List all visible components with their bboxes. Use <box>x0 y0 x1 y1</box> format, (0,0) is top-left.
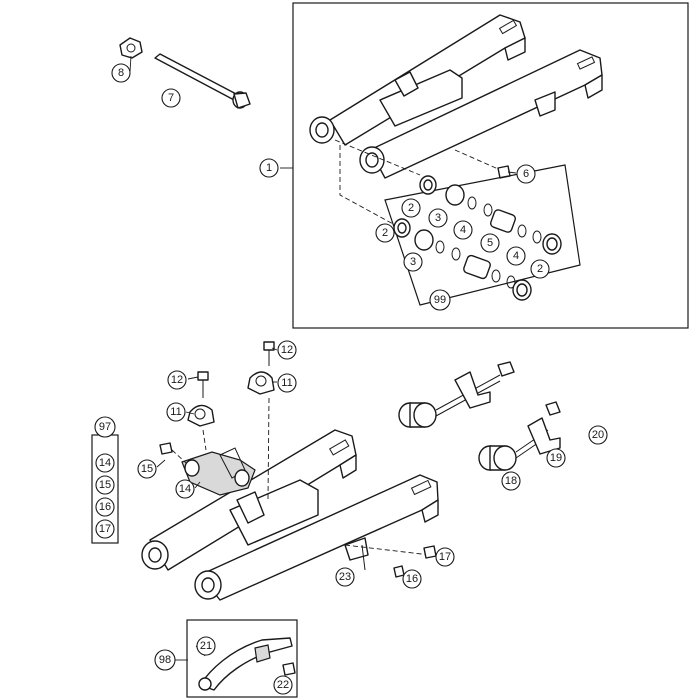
svg-text:15: 15 <box>99 479 111 491</box>
assembly-guide-line <box>171 449 187 464</box>
svg-text:3: 3 <box>435 212 441 224</box>
svg-text:1: 1 <box>266 162 272 174</box>
callout-1: 1 <box>259 158 279 178</box>
callout-2: 2 <box>375 223 395 243</box>
callout-18: 18 <box>501 471 521 491</box>
svg-text:14: 14 <box>99 457 111 469</box>
callout-17: 17 <box>435 547 455 567</box>
pivot-axle-drawing <box>154 53 251 109</box>
svg-text:19: 19 <box>550 452 562 464</box>
svg-text:4: 4 <box>513 250 519 262</box>
clamp-drawing <box>187 371 275 427</box>
callout-20: 20 <box>588 425 608 445</box>
svg-text:16: 16 <box>406 573 418 585</box>
svg-text:15: 15 <box>141 463 153 475</box>
callout-4: 4 <box>453 220 473 240</box>
callout-8: 8 <box>111 63 131 83</box>
callout-5: 5 <box>480 233 500 253</box>
callout-12: 12 <box>277 340 297 360</box>
callout-15: 15 <box>137 459 157 479</box>
svg-text:97: 97 <box>99 421 111 433</box>
svg-text:8: 8 <box>118 67 124 79</box>
svg-text:16: 16 <box>99 501 111 513</box>
svg-text:17: 17 <box>439 551 451 563</box>
svg-text:20: 20 <box>592 429 604 441</box>
svg-text:7: 7 <box>168 92 174 104</box>
callout-3: 3 <box>403 252 423 272</box>
callout-14: 14 <box>95 453 115 473</box>
svg-text:98: 98 <box>159 654 171 666</box>
svg-text:17: 17 <box>99 523 111 535</box>
callout-11: 11 <box>166 402 186 422</box>
callout-23: 23 <box>335 567 355 587</box>
svg-text:11: 11 <box>281 377 292 389</box>
svg-text:21: 21 <box>200 640 212 652</box>
leader-lines <box>129 3 517 661</box>
svg-text:5: 5 <box>487 237 493 249</box>
svg-text:11: 11 <box>170 406 181 418</box>
svg-text:4: 4 <box>460 224 466 236</box>
callout-7: 7 <box>161 88 181 108</box>
assembly-guide-line <box>344 544 431 556</box>
svg-text:2: 2 <box>408 202 414 214</box>
svg-text:99: 99 <box>434 294 446 306</box>
callout-3: 3 <box>428 208 448 228</box>
chain-slider-holder-drawing <box>181 447 256 496</box>
assembly-guide-line <box>454 149 506 173</box>
svg-text:12: 12 <box>281 344 293 356</box>
callout-4: 4 <box>506 246 526 266</box>
assembly-guide-line <box>202 429 207 451</box>
callout-14: 14 <box>175 479 195 499</box>
bolt-drawing <box>361 544 437 578</box>
callout-98: 98 <box>154 649 176 671</box>
assembly-guide-line <box>334 139 421 176</box>
callout-16: 16 <box>95 497 115 517</box>
svg-text:23: 23 <box>339 571 351 583</box>
svg-text:2: 2 <box>382 227 388 239</box>
svg-text:12: 12 <box>171 374 183 386</box>
svg-text:6: 6 <box>523 168 529 180</box>
callout-21: 21 <box>196 636 216 656</box>
callout-12: 12 <box>167 370 187 390</box>
callout-15: 15 <box>95 475 115 495</box>
chain-guide-drawing <box>198 637 293 691</box>
callout-2: 2 <box>401 198 421 218</box>
bearing-parts-drawing <box>393 175 562 301</box>
swingarm-small-drawing <box>309 14 603 179</box>
callout-19: 19 <box>546 448 566 468</box>
callout-22: 22 <box>273 675 293 695</box>
callout-97: 97 <box>94 416 116 438</box>
callout-16: 16 <box>402 569 422 589</box>
callout-11: 11 <box>277 373 297 393</box>
svg-text:22: 22 <box>277 679 289 691</box>
svg-text:2: 2 <box>537 263 543 275</box>
callout-99: 99 <box>429 289 451 311</box>
callout-2: 2 <box>530 259 550 279</box>
callout-6: 6 <box>516 164 536 184</box>
assembly-guide-line <box>339 145 396 226</box>
svg-text:3: 3 <box>410 256 416 268</box>
assembly-guide-line <box>267 397 270 501</box>
callout-17: 17 <box>95 519 115 539</box>
chain-guide-kit-frame <box>186 619 298 698</box>
screw-drawing <box>282 662 296 676</box>
main-swingarm-drawing <box>141 429 439 601</box>
svg-text:14: 14 <box>179 483 191 495</box>
adjuster-plate-drawing <box>119 37 143 59</box>
screw-drawing <box>159 442 173 455</box>
linkage-parts-drawing <box>398 361 561 471</box>
svg-text:18: 18 <box>505 475 517 487</box>
